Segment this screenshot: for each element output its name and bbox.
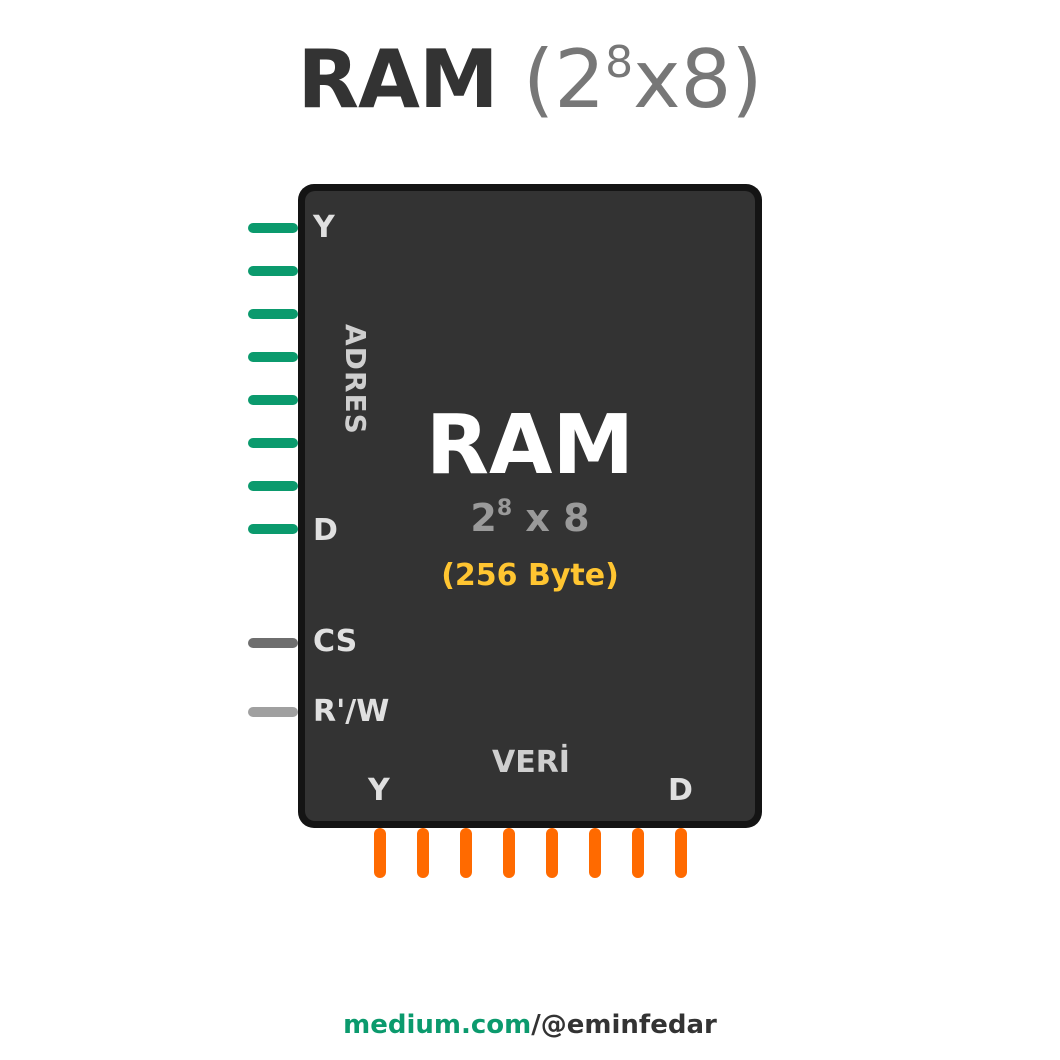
address-pin-1 (248, 266, 298, 276)
data-msb-label: Y (368, 773, 390, 808)
title-main: RAM (297, 33, 498, 126)
address-pin-5 (248, 438, 298, 448)
ram-chip (298, 184, 762, 828)
data-pin-0 (374, 828, 386, 878)
address-lsb-label: D (313, 513, 338, 548)
diagram-title: RAM (28x8) (0, 30, 1060, 130)
chip-size: 28 x 8 (470, 496, 590, 540)
footer-handle: /@eminfedar (531, 1010, 717, 1040)
data-label: VERİ (492, 745, 570, 780)
data-pin-4 (546, 828, 558, 878)
footer-credit: medium.com/@eminfedar (0, 1008, 1060, 1042)
title-dimensions: (28x8) (523, 33, 763, 126)
data-pin-3 (503, 828, 515, 878)
address-pin-0 (248, 223, 298, 233)
rw-pin (248, 707, 298, 717)
address-pin-4 (248, 395, 298, 405)
data-pin-5 (589, 828, 601, 878)
address-pin-6 (248, 481, 298, 491)
address-msb-label: Y (313, 210, 335, 245)
data-pin-2 (460, 828, 472, 878)
chip-capacity: (256 Byte) (441, 558, 619, 593)
chip-name: RAM (425, 398, 635, 493)
data-pin-7 (675, 828, 687, 878)
address-pin-2 (248, 309, 298, 319)
cs-pin (248, 638, 298, 648)
ram-chip-face (305, 191, 755, 821)
footer-site: medium.com (343, 1010, 532, 1040)
address-pin-7 (248, 524, 298, 534)
address-pin-3 (248, 352, 298, 362)
cs-label: CS (313, 624, 358, 659)
data-lsb-label: D (668, 773, 693, 808)
rw-label: R'/W (313, 694, 390, 729)
data-pin-1 (417, 828, 429, 878)
data-pin-6 (632, 828, 644, 878)
